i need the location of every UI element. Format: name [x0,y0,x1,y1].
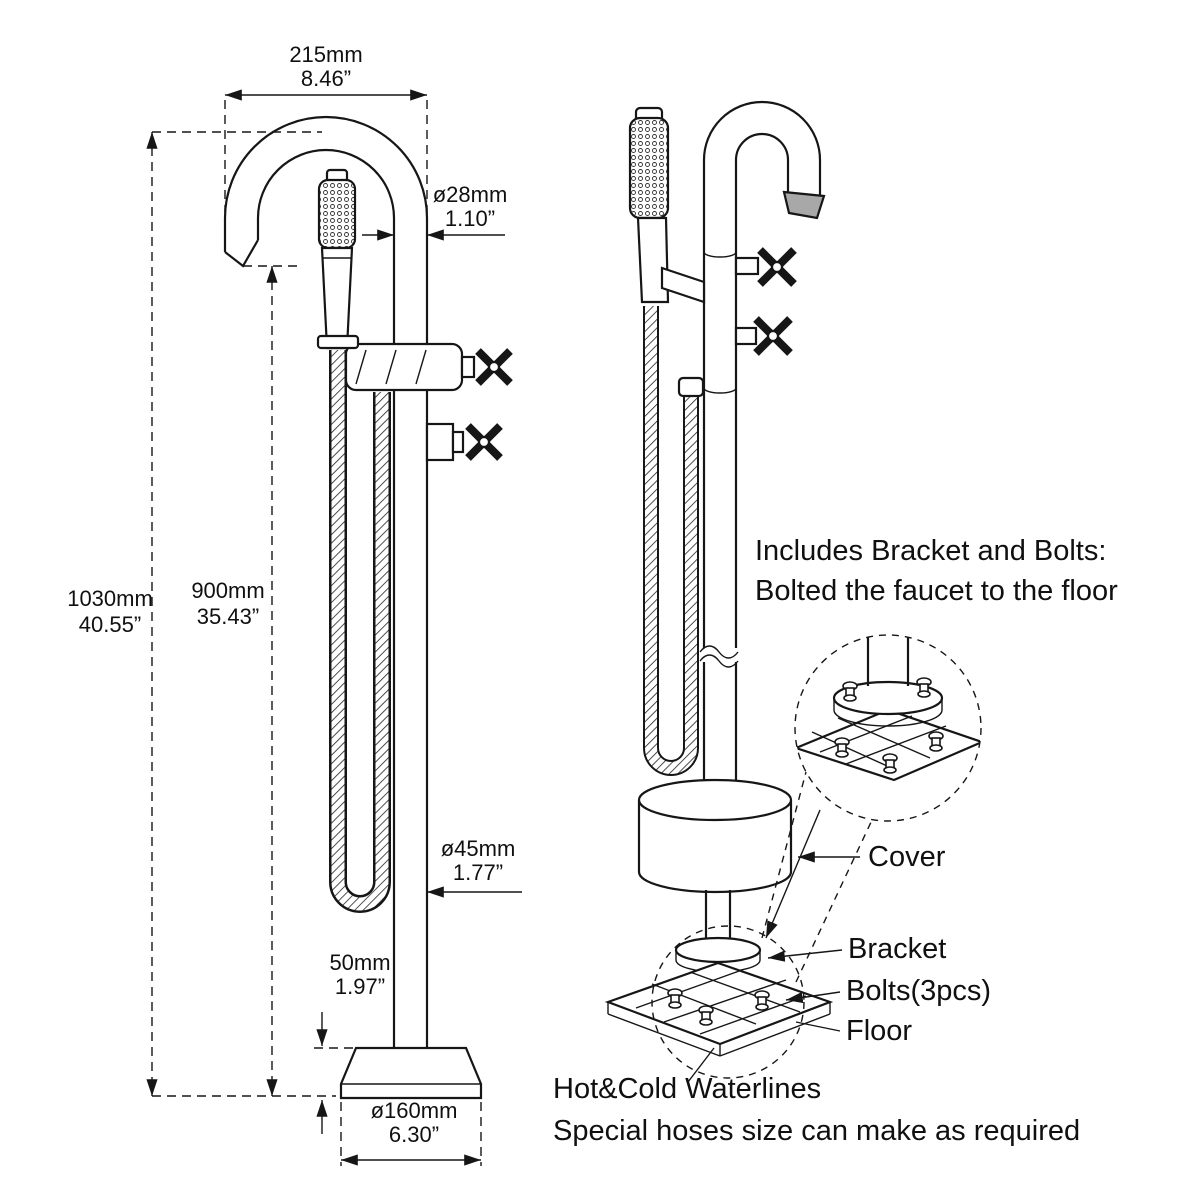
right-view: Includes Bracket and Bolts: Bolted the f… [553,100,1118,1147]
dim-900-mm: 900mm [191,578,264,603]
dim-215-mm: 215mm [289,42,362,67]
dim-width-215: 215mm 8.46” [224,42,428,330]
left-view: 215mm 8.46” ø28mm 1.10” 1030mm 40.55” 90… [67,42,522,1166]
hand-shower-hose-right [643,306,705,776]
dim-900-in: 35.43” [197,604,259,629]
bracket-note-line2: Bolted the faucet to the floor [755,575,1118,607]
dim-spout-height-900: 900mm 35.43” [191,265,300,1096]
hand-shower-hose [329,350,391,913]
dim-45-in: 1.77” [453,860,503,885]
bracket-detail-bubble [761,634,982,983]
cover-label: Cover [868,841,946,873]
dim-pipe-diameter-45: ø45mm 1.77” [427,836,522,898]
cross-handle-bottom-icon [465,423,503,461]
dim-28-mm: ø28mm [433,182,508,207]
dim-160-in: 6.30” [389,1122,439,1147]
dim-50-mm: 50mm [329,950,390,975]
dim-1030-mm: 1030mm [67,586,153,611]
valve-body [344,342,513,462]
cross-handle-top-icon [475,348,513,386]
cover-cylinder [637,778,793,894]
annotations: Includes Bracket and Bolts: Bolted the f… [553,535,1118,1147]
dim-160-mm: ø160mm [371,1098,458,1123]
gooseneck-spout [702,100,826,220]
dim-base-height-50: 50mm 1.97” [314,950,391,1134]
detail-dashed-circle [794,634,982,822]
dim-base-diameter-160: ø160mm 6.30” [340,1098,482,1166]
dim-45-mm: ø45mm [441,836,516,861]
dim-1030-in: 40.55” [79,612,141,637]
hand-shower [316,168,360,350]
bolts-label: Bolts(3pcs) [846,975,991,1007]
dim-215-in: 8.46” [301,66,351,91]
dim-total-height-1030: 1030mm 40.55” [67,131,336,1097]
dim-spout-diameter-28: ø28mm 1.10” [362,182,508,241]
bracket-note-line1: Includes Bracket and Bolts: [755,535,1106,567]
waterlines-label-line2: Special hoses size can make as required [553,1115,1080,1147]
riser-pipe [699,160,740,798]
cross-handle-lower-right-icon [734,316,793,356]
bracket-flange [674,890,762,973]
floor-label: Floor [846,1015,912,1047]
waterlines-label-line1: Hot&Cold Waterlines [553,1073,821,1105]
floor-detail-dashed-circle [651,925,805,1079]
base-pedestal [339,1046,483,1100]
dim-50-in: 1.97” [335,974,385,999]
dim-28-in: 1.10” [445,206,495,231]
hand-shower-right [628,106,706,304]
bracket-label: Bracket [848,933,946,965]
spout-nozzle [782,190,826,220]
cross-handle-upper-right-icon [734,247,797,287]
